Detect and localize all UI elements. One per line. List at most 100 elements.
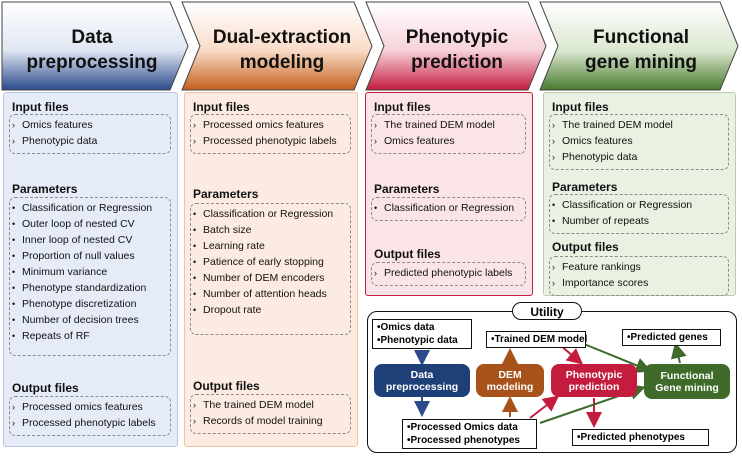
panel-2-output-title: Output files <box>193 379 260 393</box>
panel-3-inputs-item: ›The trained DEM model <box>374 119 495 131</box>
panel-4-params-title: Parameters <box>552 180 618 194</box>
panel-1-inputs-item: ›Phenotypic data <box>12 135 98 147</box>
panel-2-outputs-item: ›The trained DEM model <box>193 399 314 411</box>
panel-3-inputs-item: ›Omics features <box>374 135 455 147</box>
panel-data-preprocessing <box>3 92 178 447</box>
panel-3-params-title: Parameters <box>374 182 440 196</box>
utility-processed-box: •Processed Omics data •Processed phenoty… <box>402 419 537 449</box>
arrow-mining-to-genes <box>670 342 687 364</box>
panel-1-params-item: •Inner loop of nested CV <box>12 234 133 246</box>
utility-input-phenotypic: •Phenotypic data <box>377 335 458 346</box>
panel-1-outputs-box <box>9 396 171 436</box>
node-prediction-line1: Phenotypic <box>565 368 623 381</box>
stage-chevron-1 <box>1 1 189 91</box>
node-prediction-line2: prediction <box>568 380 620 393</box>
node-mining-line2: Gene mining <box>655 381 719 394</box>
panel-1-params-item: •Repeats of RF <box>12 330 90 342</box>
utility-predicted-genes-label: •Predicted genes <box>627 332 708 343</box>
utility-processed-omics: •Processed Omics data <box>407 422 518 433</box>
panel-3-params-item: •Classification or Regression <box>374 202 515 214</box>
arrow-model-to-mining <box>583 343 652 373</box>
stage-title-3-line2: prediction <box>411 52 503 73</box>
panel-1-params-item: •Phenotype standardization <box>12 282 147 294</box>
panel-1-inputs-box <box>9 114 171 154</box>
panel-1-outputs-item: ›Processed phenotypic labels <box>12 417 156 429</box>
node-preprocess-line2: preprocessing <box>385 380 459 393</box>
panel-4-input-title: Input files <box>552 100 609 114</box>
panel-2-params-item: •Learning rate <box>193 240 265 252</box>
utility-input-data-box: •Omics data •Phenotypic data <box>372 319 472 349</box>
panel-dual-extraction-modeling <box>184 92 358 447</box>
panel-1-params-item: •Outer loop of nested CV <box>12 218 135 230</box>
stage-chevron-4 <box>539 1 739 91</box>
stage-title-1-line1: Data <box>71 27 113 48</box>
stage-title-3-line1: Phenotypic <box>406 27 509 48</box>
panel-1-params-item: •Number of decision trees <box>12 314 139 326</box>
panel-1-inputs-item: ›Omics features <box>12 119 93 131</box>
utility-predicted-phenotypes-box: •Predicted phenotypes <box>572 429 709 446</box>
panel-4-outputs-item: ›Feature rankings <box>552 261 641 273</box>
panel-1-input-title: Input files <box>12 100 69 114</box>
stage-title-2-line2: modeling <box>240 52 324 73</box>
stage-chevron-3 <box>365 1 547 91</box>
panel-2-params-item: •Number of attention heads <box>193 288 327 300</box>
utility-trained-model-label: •Trained DEM model <box>491 334 588 345</box>
panel-2-inputs-item: ›Processed phenotypic labels <box>193 135 337 147</box>
panel-2-params-item: •Patience of early stopping <box>193 256 324 268</box>
panel-3-input-title: Input files <box>374 100 431 114</box>
panel-4-params-item: •Number of repeats <box>552 215 649 227</box>
utility-trained-model-box: •Trained DEM model <box>486 331 588 348</box>
panel-4-outputs-item: ›Importance scores <box>552 277 649 289</box>
panel-4-outputs-box <box>549 256 729 296</box>
panel-3-outputs-item: ›Predicted phenotypic labels <box>374 267 513 279</box>
node-modeling-line1: DEM <box>498 368 522 381</box>
panel-2-input-title: Input files <box>193 100 250 114</box>
arrow-processed-to-prediction <box>529 395 560 419</box>
panel-4-inputs-item: ›The trained DEM model <box>552 119 673 131</box>
panel-1-params-box <box>9 197 171 356</box>
node-preprocess-line1: Data <box>410 368 434 381</box>
utility-predicted-phenotypes-label: •Predicted phenotypes <box>577 432 685 443</box>
panel-4-params-item: •Classification or Regression <box>552 199 693 211</box>
node-mining-line1: Functional <box>660 369 714 382</box>
panel-2-params-item: •Dropout rate <box>193 304 262 316</box>
stage-title-4-line1: Functional <box>593 27 689 48</box>
stage-chevron-2 <box>181 1 373 91</box>
panel-1-outputs-item: ›Processed omics features <box>12 401 143 413</box>
panel-3-outputs-box <box>371 262 526 286</box>
stage-header-banner: Data preprocessing Dual-extraction model… <box>1 1 739 91</box>
panel-4-inputs-item: ›Phenotypic data <box>552 151 638 163</box>
utility-title: Utility <box>512 302 582 320</box>
panel-1-params-item: •Proportion of null values <box>12 250 135 262</box>
panel-2-params-item: •Number of DEM encoders <box>193 272 325 284</box>
panel-2-params-title: Parameters <box>193 187 259 201</box>
stage-title-2-line1: Dual-extraction <box>213 27 351 48</box>
panel-3-output-title: Output files <box>374 247 441 261</box>
panel-2-params-item: •Batch size <box>193 224 252 236</box>
panel-4-inputs-item: ›Omics features <box>552 135 633 147</box>
panel-3-params-box <box>371 197 526 221</box>
panel-1-output-title: Output files <box>12 381 79 395</box>
panel-4-inputs-box <box>549 114 729 170</box>
utility-processed-phenotypes: •Processed phenotypes <box>407 435 520 446</box>
panel-1-params-item: •Minimum variance <box>12 266 108 278</box>
stage-title-4-line2: gene mining <box>585 52 697 73</box>
panel-3-inputs-box <box>371 114 526 154</box>
panel-2-params-box <box>190 203 351 335</box>
panel-1-params-title: Parameters <box>12 182 78 196</box>
panel-1-params-item: •Phenotype discretization <box>12 298 137 310</box>
panel-4-output-title: Output files <box>552 240 619 254</box>
panel-4-params-box <box>549 194 729 234</box>
panel-2-outputs-box <box>190 394 351 434</box>
stage-title-1-line2: preprocessing <box>27 52 158 73</box>
utility-predicted-genes-box: •Predicted genes <box>622 329 721 346</box>
utility-input-omics: •Omics data <box>377 322 435 333</box>
panel-2-inputs-box <box>190 114 351 154</box>
panel-2-params-item: •Classification or Regression <box>193 208 334 220</box>
panel-2-inputs-item: ›Processed omics features <box>193 119 324 131</box>
panel-2-outputs-item: ›Records of model training <box>193 415 323 427</box>
